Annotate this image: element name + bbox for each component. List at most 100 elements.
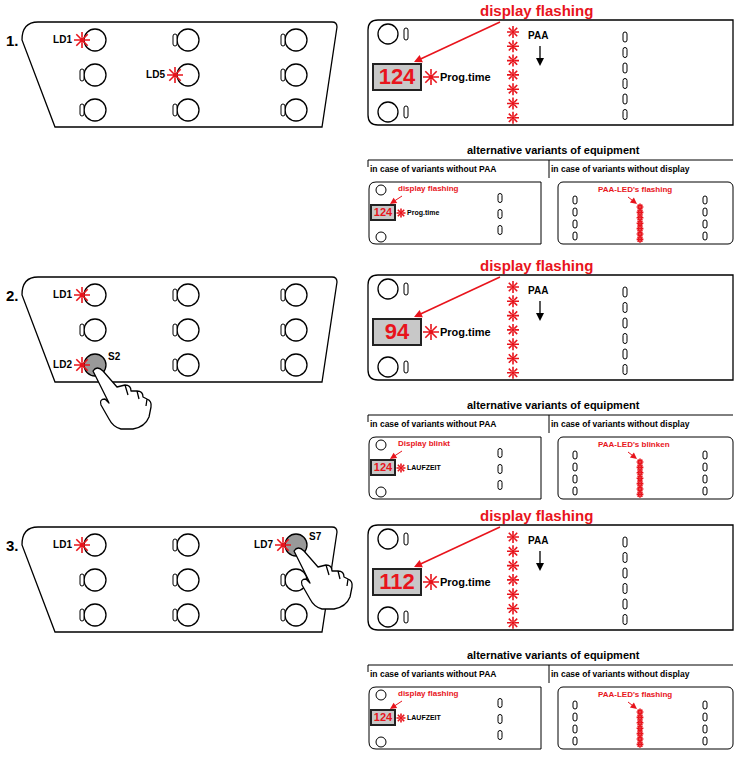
small-panel-outline [369, 437, 541, 499]
digit-display: 112 [372, 568, 422, 596]
led-off [703, 196, 707, 204]
led-off [404, 283, 408, 295]
variants-bracket [368, 415, 733, 416]
led-off [281, 34, 285, 46]
small-paa-panel: PAA-LED's flashing [558, 687, 733, 749]
display-panel-outline [368, 20, 733, 125]
led-on [423, 574, 439, 590]
flash-note: display flashing [398, 689, 458, 698]
led-off [498, 715, 502, 724]
control-panel: LD1LD5 [22, 22, 337, 127]
push-button [285, 604, 307, 626]
runtime-label: Prog.time [440, 326, 491, 339]
led-on [275, 537, 291, 553]
display-digits: 124 [374, 207, 392, 218]
led-on [639, 461, 641, 463]
led-on [423, 324, 439, 340]
direction-arrow [539, 46, 540, 60]
push-button [84, 99, 106, 121]
push-button [177, 29, 199, 51]
led-on [511, 102, 515, 106]
led-on [507, 545, 519, 557]
leader-line [418, 277, 500, 315]
variants-bracket [368, 160, 733, 161]
paa-label: PAA [528, 285, 548, 297]
led-off [404, 611, 408, 623]
led-off [173, 34, 177, 46]
push-button [177, 284, 199, 306]
led-on [639, 483, 641, 485]
direction-arrow [539, 551, 540, 565]
led-off [573, 196, 577, 204]
led-off [623, 48, 627, 58]
runtime-label: LAUFZEIT [407, 464, 441, 472]
led-off [80, 609, 84, 621]
led-off [573, 232, 577, 240]
flash-note: PAA-LED's flashing [598, 185, 672, 194]
display-digits: 124 [379, 66, 416, 88]
led-on [639, 743, 641, 745]
led-on [639, 472, 641, 474]
led-on [428, 329, 433, 334]
push-button [376, 690, 386, 700]
led-on [639, 206, 641, 208]
display-panel: PAAProg.time124 [368, 20, 733, 125]
small-panel-outline [558, 687, 733, 749]
led-on [507, 40, 519, 52]
variants-bracket [368, 160, 369, 167]
variant-heading: in case of variants without display [551, 670, 689, 680]
led-off [281, 289, 285, 301]
push-button [285, 284, 307, 306]
led-on [511, 73, 515, 77]
led-on [639, 228, 641, 230]
led-off [703, 737, 707, 745]
led-off [173, 574, 177, 586]
led-off [498, 731, 502, 740]
led-on [639, 233, 641, 235]
leader-line [418, 527, 500, 565]
pressing-hand [294, 548, 352, 609]
led-on [639, 722, 641, 724]
button-label: S7 [309, 531, 321, 543]
led-on [507, 83, 519, 95]
led-on [79, 362, 84, 367]
led-on [507, 55, 519, 67]
led-on [507, 310, 519, 322]
led-off [573, 713, 577, 721]
led-off [623, 94, 627, 104]
led-off [173, 539, 177, 551]
display-digits: 94 [385, 321, 409, 343]
led-on [172, 72, 177, 77]
led-off [498, 210, 502, 219]
led-on [507, 588, 519, 600]
led-off [281, 69, 285, 81]
led-on [511, 299, 515, 303]
led-off [281, 574, 285, 586]
led-off [623, 32, 627, 42]
push-button [84, 569, 106, 591]
led-on [511, 592, 515, 596]
led-off [623, 553, 627, 563]
led-off [623, 365, 627, 375]
led-on [511, 44, 515, 48]
led-off [80, 69, 84, 81]
led-off [498, 226, 502, 235]
led-on [507, 617, 519, 629]
push-button [177, 534, 199, 556]
led-on [397, 464, 406, 473]
led-on [400, 717, 403, 720]
led-on [428, 579, 433, 584]
led-on [511, 578, 515, 582]
led-on [507, 603, 519, 615]
led-off [80, 324, 84, 336]
led-on [639, 716, 641, 718]
led-off [404, 28, 408, 40]
push-button [285, 354, 307, 376]
led-on [511, 328, 515, 332]
flash-note: display flashing [480, 257, 593, 274]
led-off [703, 463, 707, 471]
led-label: LD1 [53, 289, 72, 301]
push-button [376, 185, 386, 195]
flash-note: PAA-LED's flashing [598, 690, 672, 699]
led-on [400, 212, 403, 215]
